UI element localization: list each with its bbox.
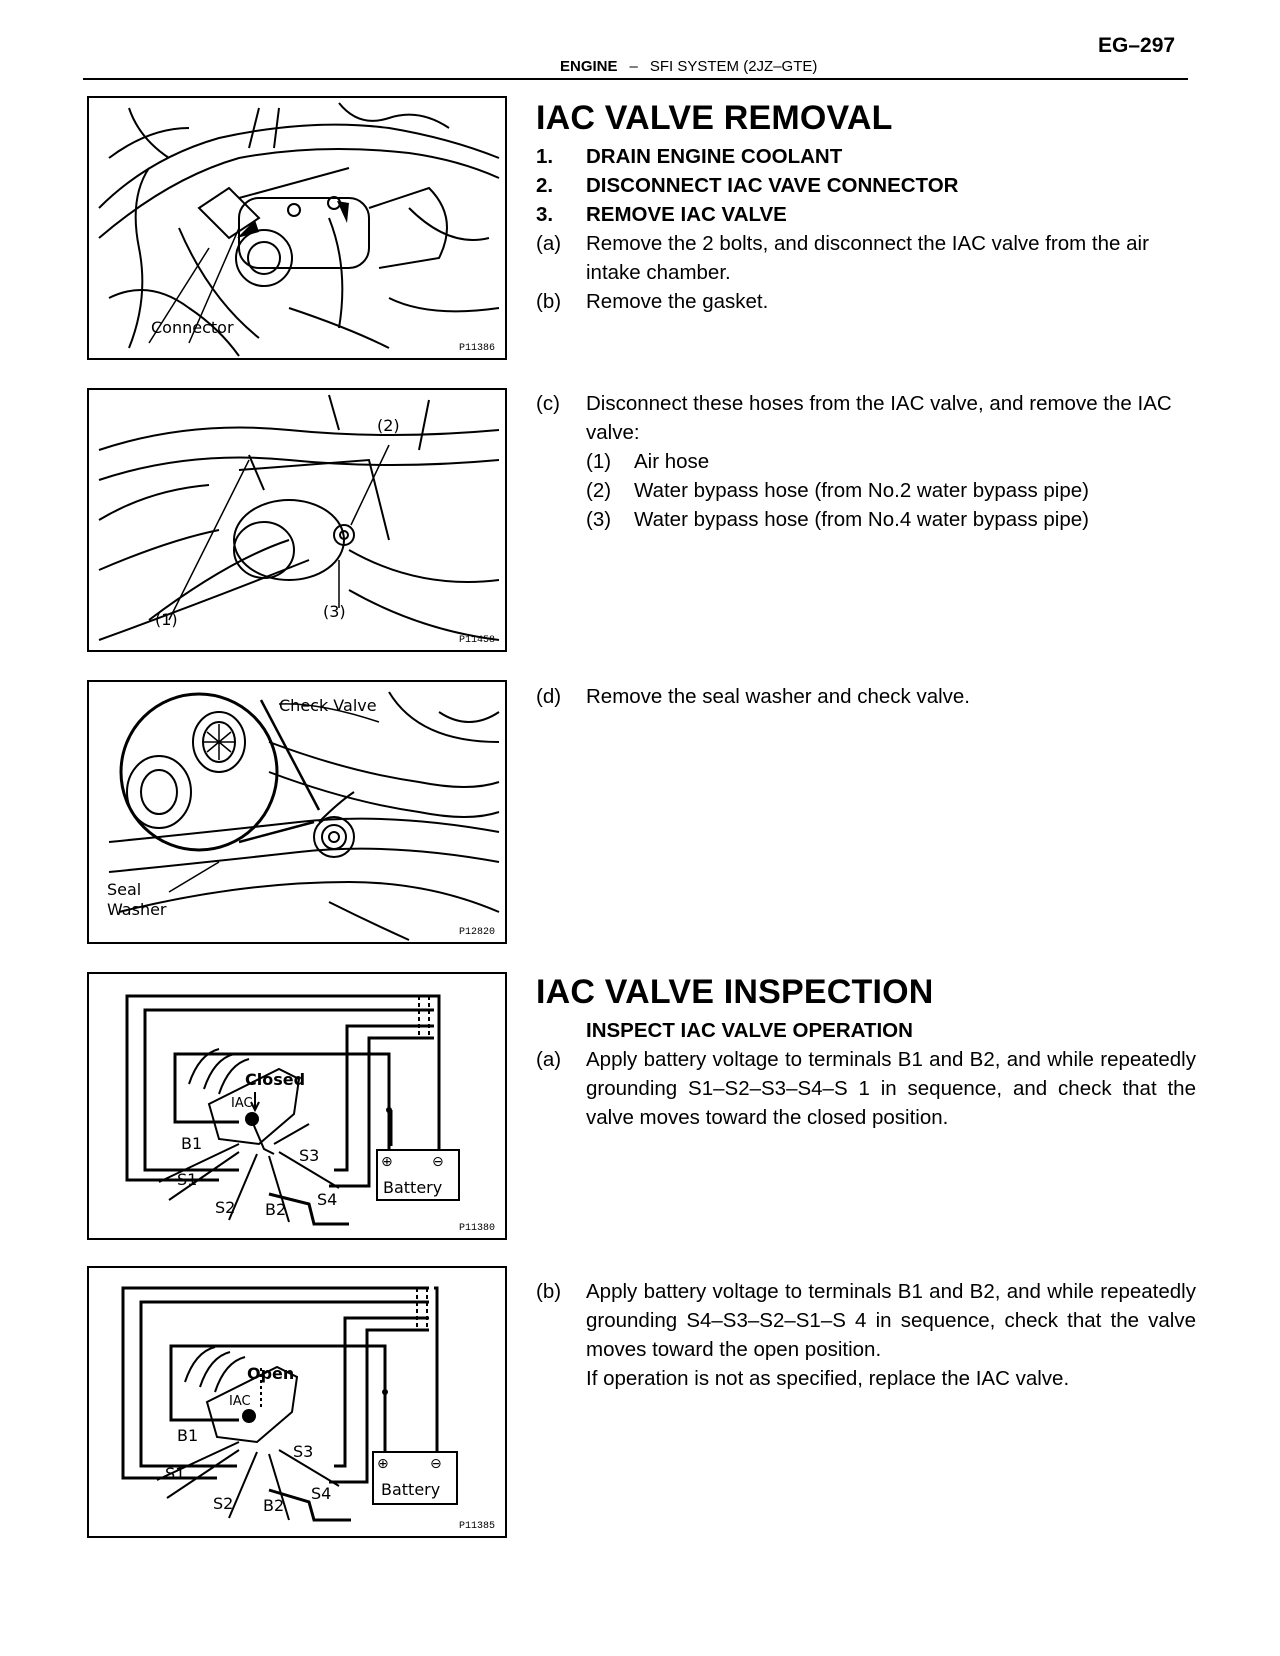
figure-code: P12820 <box>458 927 495 938</box>
figure-check-valve-drawing <box>108 691 500 941</box>
figure-code: P11385 <box>458 1521 495 1532</box>
hose-item: (3) Water bypass hose (from No.4 water b… <box>536 505 1196 534</box>
step-text: REMOVE IAC VALVE <box>586 203 787 226</box>
inspection-note: If operation is not as specified, replac… <box>586 1367 1070 1390</box>
inspection-subtitle: INSPECT IAC VALVE OPERATION <box>586 1019 913 1042</box>
terminal-s3-label: S3 <box>299 1146 320 1165</box>
terminal-s4-label: S4 <box>311 1484 332 1503</box>
step-number: 3. <box>536 203 554 226</box>
figure-closed-test-drawing <box>125 994 460 1226</box>
substep-c: (c) Disconnect these hoses from the IAC … <box>536 389 1196 534</box>
substep-text: Disconnect these hoses from the IAC valv… <box>586 392 1172 444</box>
terminal-s3-label: S3 <box>293 1442 314 1461</box>
item-number: (2) <box>586 479 612 502</box>
page-number: EG–297 <box>1098 34 1176 57</box>
valve-state-label: Open <box>247 1364 295 1383</box>
terminal-s4-label: S4 <box>317 1190 338 1209</box>
step-text: DISCONNECT IAC VAVE CONNECTOR <box>586 174 959 197</box>
valve-body-label: IAC <box>231 1096 253 1111</box>
battery-label: Battery <box>381 1480 441 1499</box>
check-valve-label: Check Valve <box>279 696 377 715</box>
inspection-step-a: (a) Apply battery voltage to terminals B… <box>536 1045 1196 1132</box>
substep-letter: (b) <box>536 290 562 313</box>
valve-state-label: Closed <box>245 1070 306 1089</box>
header-rule <box>83 78 1188 80</box>
substep-text: Apply battery voltage to terminals B1 an… <box>586 1048 1196 1129</box>
figure-code: P11458 <box>458 635 495 646</box>
running-header: ENGINE–SFI SYSTEM (2JZ–GTE) <box>560 58 817 75</box>
figure-iac-valve-bolts-drawing <box>98 102 500 357</box>
item-text: Water bypass hose (from No.4 water bypas… <box>634 508 1089 531</box>
inspection-title: IAC VALVE INSPECTION <box>536 973 934 1011</box>
battery-minus-icon: ⊖ <box>432 1154 444 1170</box>
inspection-step-b-block: (b) Apply battery voltage to terminals B… <box>536 1277 1196 1393</box>
figure-check-valve: Check Valve Seal Washer P12820 <box>87 680 507 944</box>
terminal-b1-label: B1 <box>177 1426 199 1445</box>
figure-iac-valve-bolts: Connector P11386 <box>87 96 507 360</box>
item-number: (3) <box>586 508 612 531</box>
inspection-step-b: (b) Apply battery voltage to terminals B… <box>536 1277 1196 1364</box>
terminal-s1-label: S1 <box>177 1170 198 1189</box>
removal-step: 2. DISCONNECT IAC VAVE CONNECTOR <box>536 171 1196 200</box>
substep-letter: (b) <box>536 1280 562 1303</box>
figure-code: P11386 <box>458 343 495 354</box>
terminal-b2-label: B2 <box>265 1200 287 1219</box>
item-text: Water bypass hose (from No.2 water bypas… <box>634 479 1089 502</box>
terminal-s1-label: S1 <box>165 1464 186 1483</box>
hose-item: (1) Air hose <box>536 447 1196 476</box>
removal-section: IAC VALVE REMOVAL 1. DRAIN ENGINE COOLAN… <box>536 98 1196 316</box>
terminal-b2-label: B2 <box>263 1496 285 1515</box>
substep-b: (b) Remove the gasket. <box>536 287 1196 316</box>
terminal-b1-label: B1 <box>181 1134 203 1153</box>
valve-body-label: IAC <box>229 1394 251 1409</box>
step-text: DRAIN ENGINE COOLANT <box>586 145 843 168</box>
figure-iac-valve-hoses-drawing <box>98 394 500 641</box>
battery-minus-icon: ⊖ <box>430 1456 442 1472</box>
terminal-s2-label: S2 <box>213 1494 234 1513</box>
figure-open-test: Open IAC B1 S1 S2 B2 S3 S4 ⊕ ⊖ Battery P… <box>87 1266 507 1538</box>
subsection-title: SFI SYSTEM (2JZ–GTE) <box>649 58 818 75</box>
substep-letter: (a) <box>536 232 562 255</box>
figure-code: P11380 <box>458 1223 495 1234</box>
substep-text: Remove the 2 bolts, and disconnect the I… <box>586 232 1149 284</box>
removal-step: 1. DRAIN ENGINE COOLANT <box>536 142 1196 171</box>
figure-iac-valve-hoses: (1) (2) (3) P11458 <box>87 388 507 652</box>
removal-step: 3. REMOVE IAC VALVE <box>536 200 1196 229</box>
washer-label: Washer <box>107 900 167 919</box>
seal-label: Seal <box>107 880 142 899</box>
inspection-section: IAC VALVE INSPECTION INSPECT IAC VALVE O… <box>536 972 1196 1132</box>
item-text: Air hose <box>634 450 710 473</box>
hose-2-label: (2) <box>377 416 400 435</box>
battery-label: Battery <box>383 1178 443 1197</box>
figure-closed-test: Closed IAC B1 S1 S2 B2 S3 S4 ⊕ ⊖ Battery… <box>87 972 507 1240</box>
battery-plus-icon: ⊕ <box>381 1154 393 1170</box>
section-title: ENGINE <box>560 58 618 75</box>
battery-plus-icon: ⊕ <box>377 1456 389 1472</box>
item-number: (1) <box>586 450 612 473</box>
connector-label: Connector <box>151 318 234 337</box>
header-separator: – <box>629 58 638 75</box>
hose-item: (2) Water bypass hose (from No.2 water b… <box>536 476 1196 505</box>
step-number: 1. <box>536 145 554 168</box>
hose-3-label: (3) <box>323 602 346 621</box>
substep-a: (a) Remove the 2 bolts, and disconnect t… <box>536 229 1196 287</box>
substep-letter: (a) <box>536 1048 562 1071</box>
substep-text: Remove the seal washer and check valve. <box>586 685 971 708</box>
terminal-s2-label: S2 <box>215 1198 236 1217</box>
removal-title: IAC VALVE REMOVAL <box>536 99 893 137</box>
substep-d: (d) Remove the seal washer and check val… <box>536 682 1196 711</box>
step-number: 2. <box>536 174 554 197</box>
substep-text: Remove the gasket. <box>586 290 769 313</box>
hose-1-label: (1) <box>155 610 178 629</box>
substep-letter: (c) <box>536 392 560 415</box>
figure-open-test-drawing <box>121 1286 458 1522</box>
substep-letter: (d) <box>536 685 562 708</box>
substep-text: Apply battery voltage to terminals B1 an… <box>586 1280 1196 1361</box>
